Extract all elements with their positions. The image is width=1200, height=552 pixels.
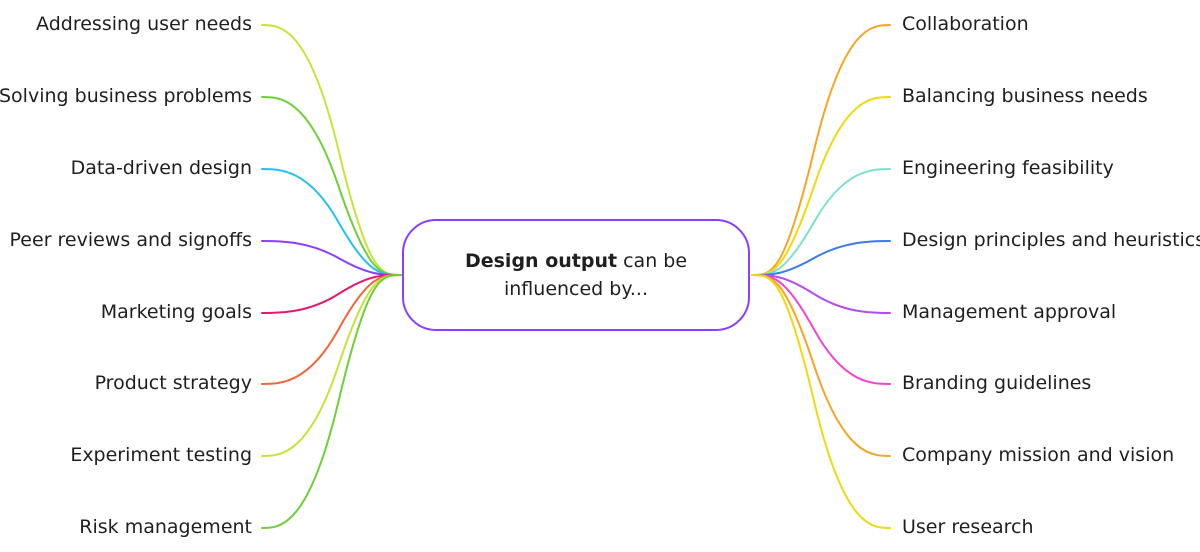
branch-label-branding-guidelines[interactable]: Branding guidelines xyxy=(902,372,1092,394)
branch-label-experiment-testing[interactable]: Experiment testing xyxy=(70,444,252,466)
branch-label-design-principles-and-heuristics[interactable]: Design principles and heuristics xyxy=(902,229,1200,251)
branch-label-balancing-business-needs[interactable]: Balancing business needs xyxy=(902,85,1148,107)
branch-label-solving-business-problems[interactable]: Solving business problems xyxy=(0,85,252,107)
branch-label-company-mission-and-vision[interactable]: Company mission and vision xyxy=(902,444,1175,466)
connector-data-driven-design xyxy=(261,168,402,276)
connector-peer-reviews-and-signoffs xyxy=(261,240,402,276)
connector-collaboration xyxy=(751,24,891,276)
branch-label-collaboration[interactable]: Collaboration xyxy=(902,13,1029,35)
connector-management-approval xyxy=(751,274,891,314)
connector-marketing-goals xyxy=(261,274,402,314)
branch-label-user-research[interactable]: User research xyxy=(902,516,1034,538)
branch-label-marketing-goals[interactable]: Marketing goals xyxy=(100,301,252,323)
connector-lines xyxy=(261,24,891,529)
connector-risk-management xyxy=(261,274,402,529)
central-topic-node[interactable]: Design output can be influenced by... xyxy=(402,219,750,331)
connector-product-strategy xyxy=(261,274,402,385)
central-topic-text: Design output can be influenced by... xyxy=(461,247,691,303)
branch-label-addressing-user-needs[interactable]: Addressing user needs xyxy=(36,13,252,35)
branch-label-peer-reviews-and-signoffs[interactable]: Peer reviews and signoffs xyxy=(9,229,252,251)
connector-engineering-feasibility xyxy=(751,168,891,276)
branch-label-data-driven-design[interactable]: Data-driven design xyxy=(70,157,252,179)
branch-label-product-strategy[interactable]: Product strategy xyxy=(94,372,252,394)
branch-label-risk-management[interactable]: Risk management xyxy=(79,516,252,538)
connector-branding-guidelines xyxy=(751,274,891,385)
branch-label-management-approval[interactable]: Management approval xyxy=(902,301,1117,323)
connector-solving-business-problems xyxy=(261,96,402,276)
connector-design-principles-and-heuristics xyxy=(751,240,891,276)
central-topic-rest: can be influenced by... xyxy=(503,250,688,300)
connector-addressing-user-needs xyxy=(261,24,402,276)
central-topic-bold: Design output xyxy=(464,250,618,272)
connector-user-research xyxy=(751,274,891,529)
connector-balancing-business-needs xyxy=(751,96,891,276)
branch-label-engineering-feasibility[interactable]: Engineering feasibility xyxy=(902,157,1114,179)
